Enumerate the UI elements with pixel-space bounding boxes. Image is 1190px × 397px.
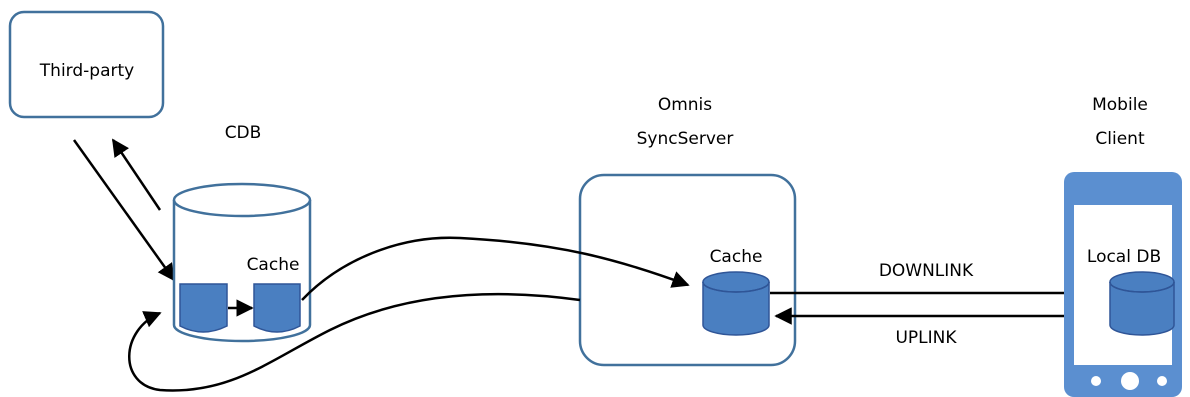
third-party-label: Third-party xyxy=(39,61,134,81)
third-party-to-cdb-arrow xyxy=(72,139,176,282)
phone-dot-right-icon xyxy=(1157,376,1167,386)
sync-server-to-cdb-arrow xyxy=(128,292,581,392)
third-party-box: Third-party xyxy=(8,10,165,119)
cdb-to-third-party-arrow xyxy=(111,138,162,211)
cdb-to-sync-server-arrow xyxy=(301,236,690,301)
sync-server-box xyxy=(578,173,797,367)
sync-server-cache-icon xyxy=(702,271,770,336)
local-db-label: Local DB xyxy=(1087,247,1161,267)
mobile-client-label-line2: Client xyxy=(1095,129,1145,149)
cdb-label: CDB xyxy=(225,123,262,143)
cdb-document-icon xyxy=(179,283,228,333)
sync-server-label-line2: SyncServer xyxy=(637,129,734,149)
cdb-cache-document-icon xyxy=(253,283,301,333)
local-db-icon xyxy=(1109,271,1175,336)
downlink-label: DOWNLINK xyxy=(879,261,974,281)
uplink-label: UPLINK xyxy=(895,328,957,348)
phone-home-button-icon xyxy=(1121,372,1139,390)
cdb-cache-label: Cache xyxy=(247,255,300,275)
mobile-client-label-line1: Mobile xyxy=(1092,95,1148,115)
sync-server-cache-label: Cache xyxy=(710,247,763,267)
phone-dot-left-icon xyxy=(1091,376,1101,386)
sync-server-label-line1: Omnis xyxy=(658,95,712,115)
